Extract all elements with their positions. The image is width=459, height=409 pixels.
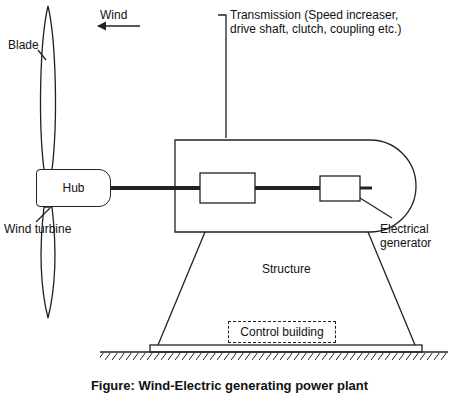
transmission-box [200, 173, 255, 203]
hub-box: Hub [36, 169, 111, 207]
foundation [150, 345, 422, 352]
turbine-label: Wind turbine [4, 222, 84, 236]
node-text: Control building [240, 325, 323, 339]
leader-line [218, 15, 226, 138]
generator-box [320, 176, 360, 201]
generator-shaft [360, 187, 372, 190]
nacelle [175, 140, 416, 232]
upper-blade [41, 6, 56, 170]
node-text: Hub [62, 181, 84, 195]
structure-label: Structure [262, 262, 332, 276]
wind-label: Wind [100, 8, 140, 22]
drive-shaft [255, 186, 320, 190]
wind-arrow [98, 25, 140, 26]
figure-caption: Figure: Wind-Electric generating power p… [91, 378, 368, 393]
ground-line [100, 351, 448, 352]
leader-line [36, 208, 50, 222]
ground-hatching [100, 353, 448, 360]
leader-line [38, 50, 46, 60]
leader-line [360, 198, 392, 218]
control-building-box: Control building [228, 321, 336, 343]
tower-leg [158, 232, 205, 345]
generator-label: Electrical generator [380, 222, 452, 250]
transmission-label: Transmission (Speed increaser, drive sha… [230, 8, 405, 36]
blade-label: Blade [8, 38, 48, 52]
main-shaft [111, 186, 200, 190]
